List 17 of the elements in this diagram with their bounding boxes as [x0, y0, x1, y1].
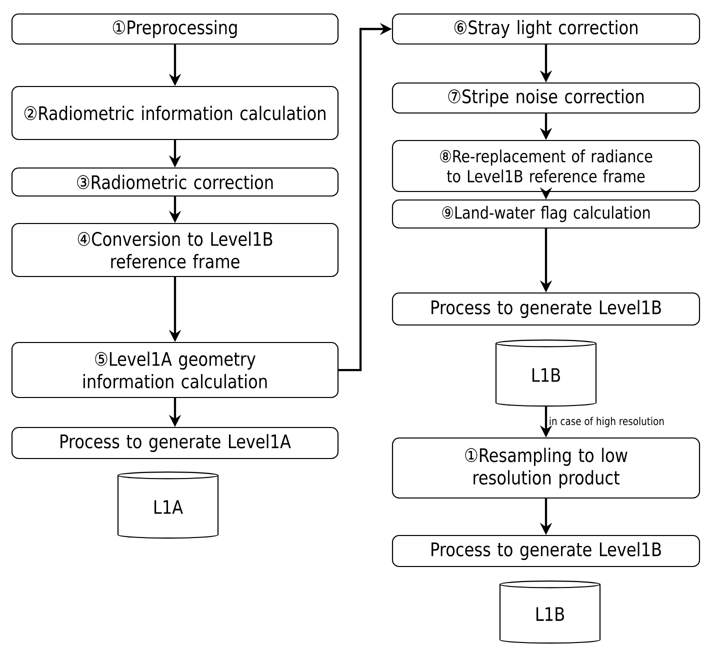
database-cylinder: L1A — [117, 472, 219, 539]
process-box: ①Resampling to low resolution product — [392, 437, 700, 499]
process-box: ⑧Re-replacement of radiance to Level1B reference frame — [392, 140, 700, 192]
process-box: ⑨Land-water flag calculation — [392, 199, 700, 229]
database-cylinder: L1B — [499, 580, 601, 644]
process-box: ③Radiometric correction — [11, 167, 339, 197]
process-box: ①Preprocessing — [11, 13, 339, 45]
process-box: ⑥Stray light correction — [392, 13, 700, 45]
process-box: Process to generate Level1B — [392, 534, 700, 568]
process-box: ④Conversion to Level1B reference frame — [11, 222, 339, 278]
process-box: ②Radiometric information calculation — [11, 86, 339, 140]
database-cylinder: L1B — [495, 340, 597, 407]
process-box: ⑤Level1A geometry information calculation — [11, 342, 339, 398]
process-box: Process to generate Level1A — [11, 426, 339, 460]
process-box: Process to generate Level1B — [392, 292, 700, 326]
edge-label: in case of high resolution — [550, 416, 664, 428]
process-box: ⑦Stripe noise correction — [392, 82, 700, 114]
